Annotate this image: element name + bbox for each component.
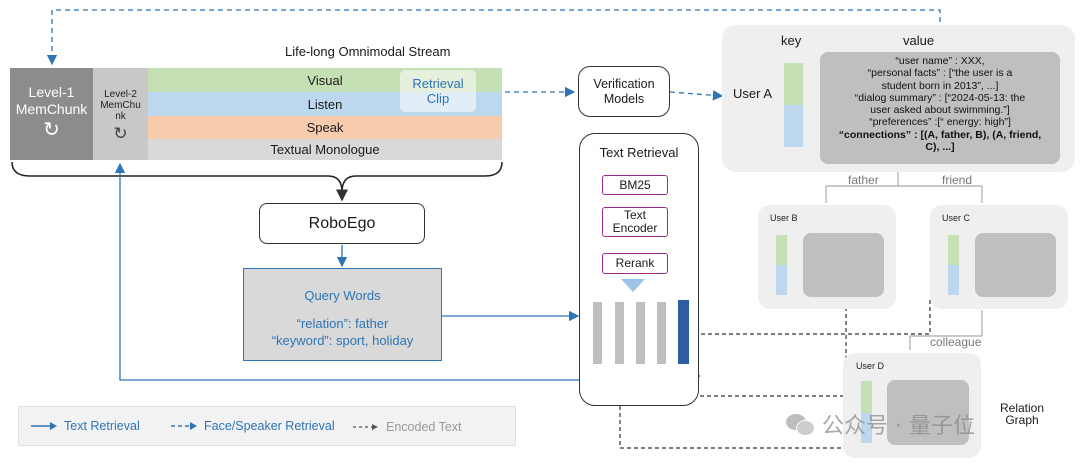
band-monologue: Textual Monologue [148,139,502,160]
dashed-arrow-icon [353,424,378,430]
colleague-line [909,310,983,350]
dashed-arrow-icon [171,422,197,430]
rerank-method[interactable]: Rerank [602,253,668,274]
down-arrow-icon [621,279,645,292]
band-speak: Speak [148,116,502,139]
user-b-value-box [803,233,884,297]
verification-models-box[interactable]: Verification Models [578,66,670,117]
user-c-label: User C [942,213,971,223]
value-line: “preferences” :[“ energy: high”] [869,116,1011,129]
relation-colleague: colleague [930,335,982,349]
relation-friend: friend [942,173,973,187]
face-speaker-loop-arrow [46,9,941,66]
user-a-key-blue [784,105,803,147]
user-a-key-green [784,63,803,105]
query-keyword: “keyword”: sport, holiday [271,333,414,348]
query-title: Query Words [304,288,381,303]
user-d-value-box [887,380,969,445]
value-line: “personal facts” : [“the user is a [867,67,1013,80]
result-bar [657,302,666,364]
user-d-label: User D [856,361,885,371]
bm25-method[interactable]: BM25 [602,175,668,195]
value-line: user asked about swimming.”] [870,104,1010,117]
relation-tree-lines [825,172,983,203]
user-a-label: User A [733,86,773,101]
stream-title: Life-long Omnimodal Stream [285,44,451,59]
value-line: “dialog summary” : [“2024-05-13: the [854,91,1026,104]
wechat-icon [786,412,815,436]
roboego-box[interactable]: RoboEgo [259,203,425,244]
text-encoder-method[interactable]: Text Encoder [602,207,668,237]
user-d-key-green [861,381,872,413]
legend-encoded-text: Encoded Text [352,420,462,434]
value-connections: “connections” : [(A, father, B), (A, fri… [838,128,1042,154]
verification-to-usera-arrow [669,90,724,101]
watermark: 公众号 · 量子位 [786,408,975,440]
retrieval-clip[interactable]: Retrieval Clip [400,70,476,112]
stream-brace [11,161,503,193]
user-c-key-green [948,235,959,265]
relation-graph-label: Relation Graph [1000,401,1045,427]
query-words-box: Query Words “relation”: father “keyword”… [243,268,442,361]
value-line: “user name” : XXX, [895,55,985,67]
user-c-key-blue [948,265,959,295]
value-header: value [903,33,935,48]
level1-label: Level-1 MemChunk [15,83,88,117]
legend-text-retrieval: Text Retrieval [30,419,140,433]
result-bar [615,302,624,364]
user-b-label: User B [770,213,798,223]
user-c-value-box [975,233,1056,297]
legend-box [18,406,516,446]
user-b-key-blue [776,265,787,295]
refresh-icon: ↻ [43,118,60,141]
level2-label: Level-2 MemChu nk [100,89,141,122]
relation-father: father [848,173,879,187]
result-bar [636,302,645,364]
text-retrieval-title: Text Retrieval [599,145,679,160]
value-line: student born in 2013”, ...] [881,79,999,92]
key-header: key [781,33,802,48]
refresh-icon: ↻ [113,124,128,143]
query-relation: “relation”: father [296,316,389,331]
user-b-key-green [776,235,787,265]
watermark-text: 公众号 · 量子位 [822,414,975,439]
result-bar [593,302,602,364]
solid-arrow-icon [31,422,57,430]
user-a-value-box: “user name” : XXX, “personal facts” : [“… [820,52,1060,164]
result-bar-highlight [678,300,689,364]
user-d-key-blue [861,413,872,443]
legend-face-speaker: Face/Speaker Retrieval [170,419,335,433]
level1-memchunk[interactable]: Level-1 MemChunk ↻ [10,68,93,160]
level2-memchunk[interactable]: Level-2 MemChu nk ↻ [93,68,148,160]
